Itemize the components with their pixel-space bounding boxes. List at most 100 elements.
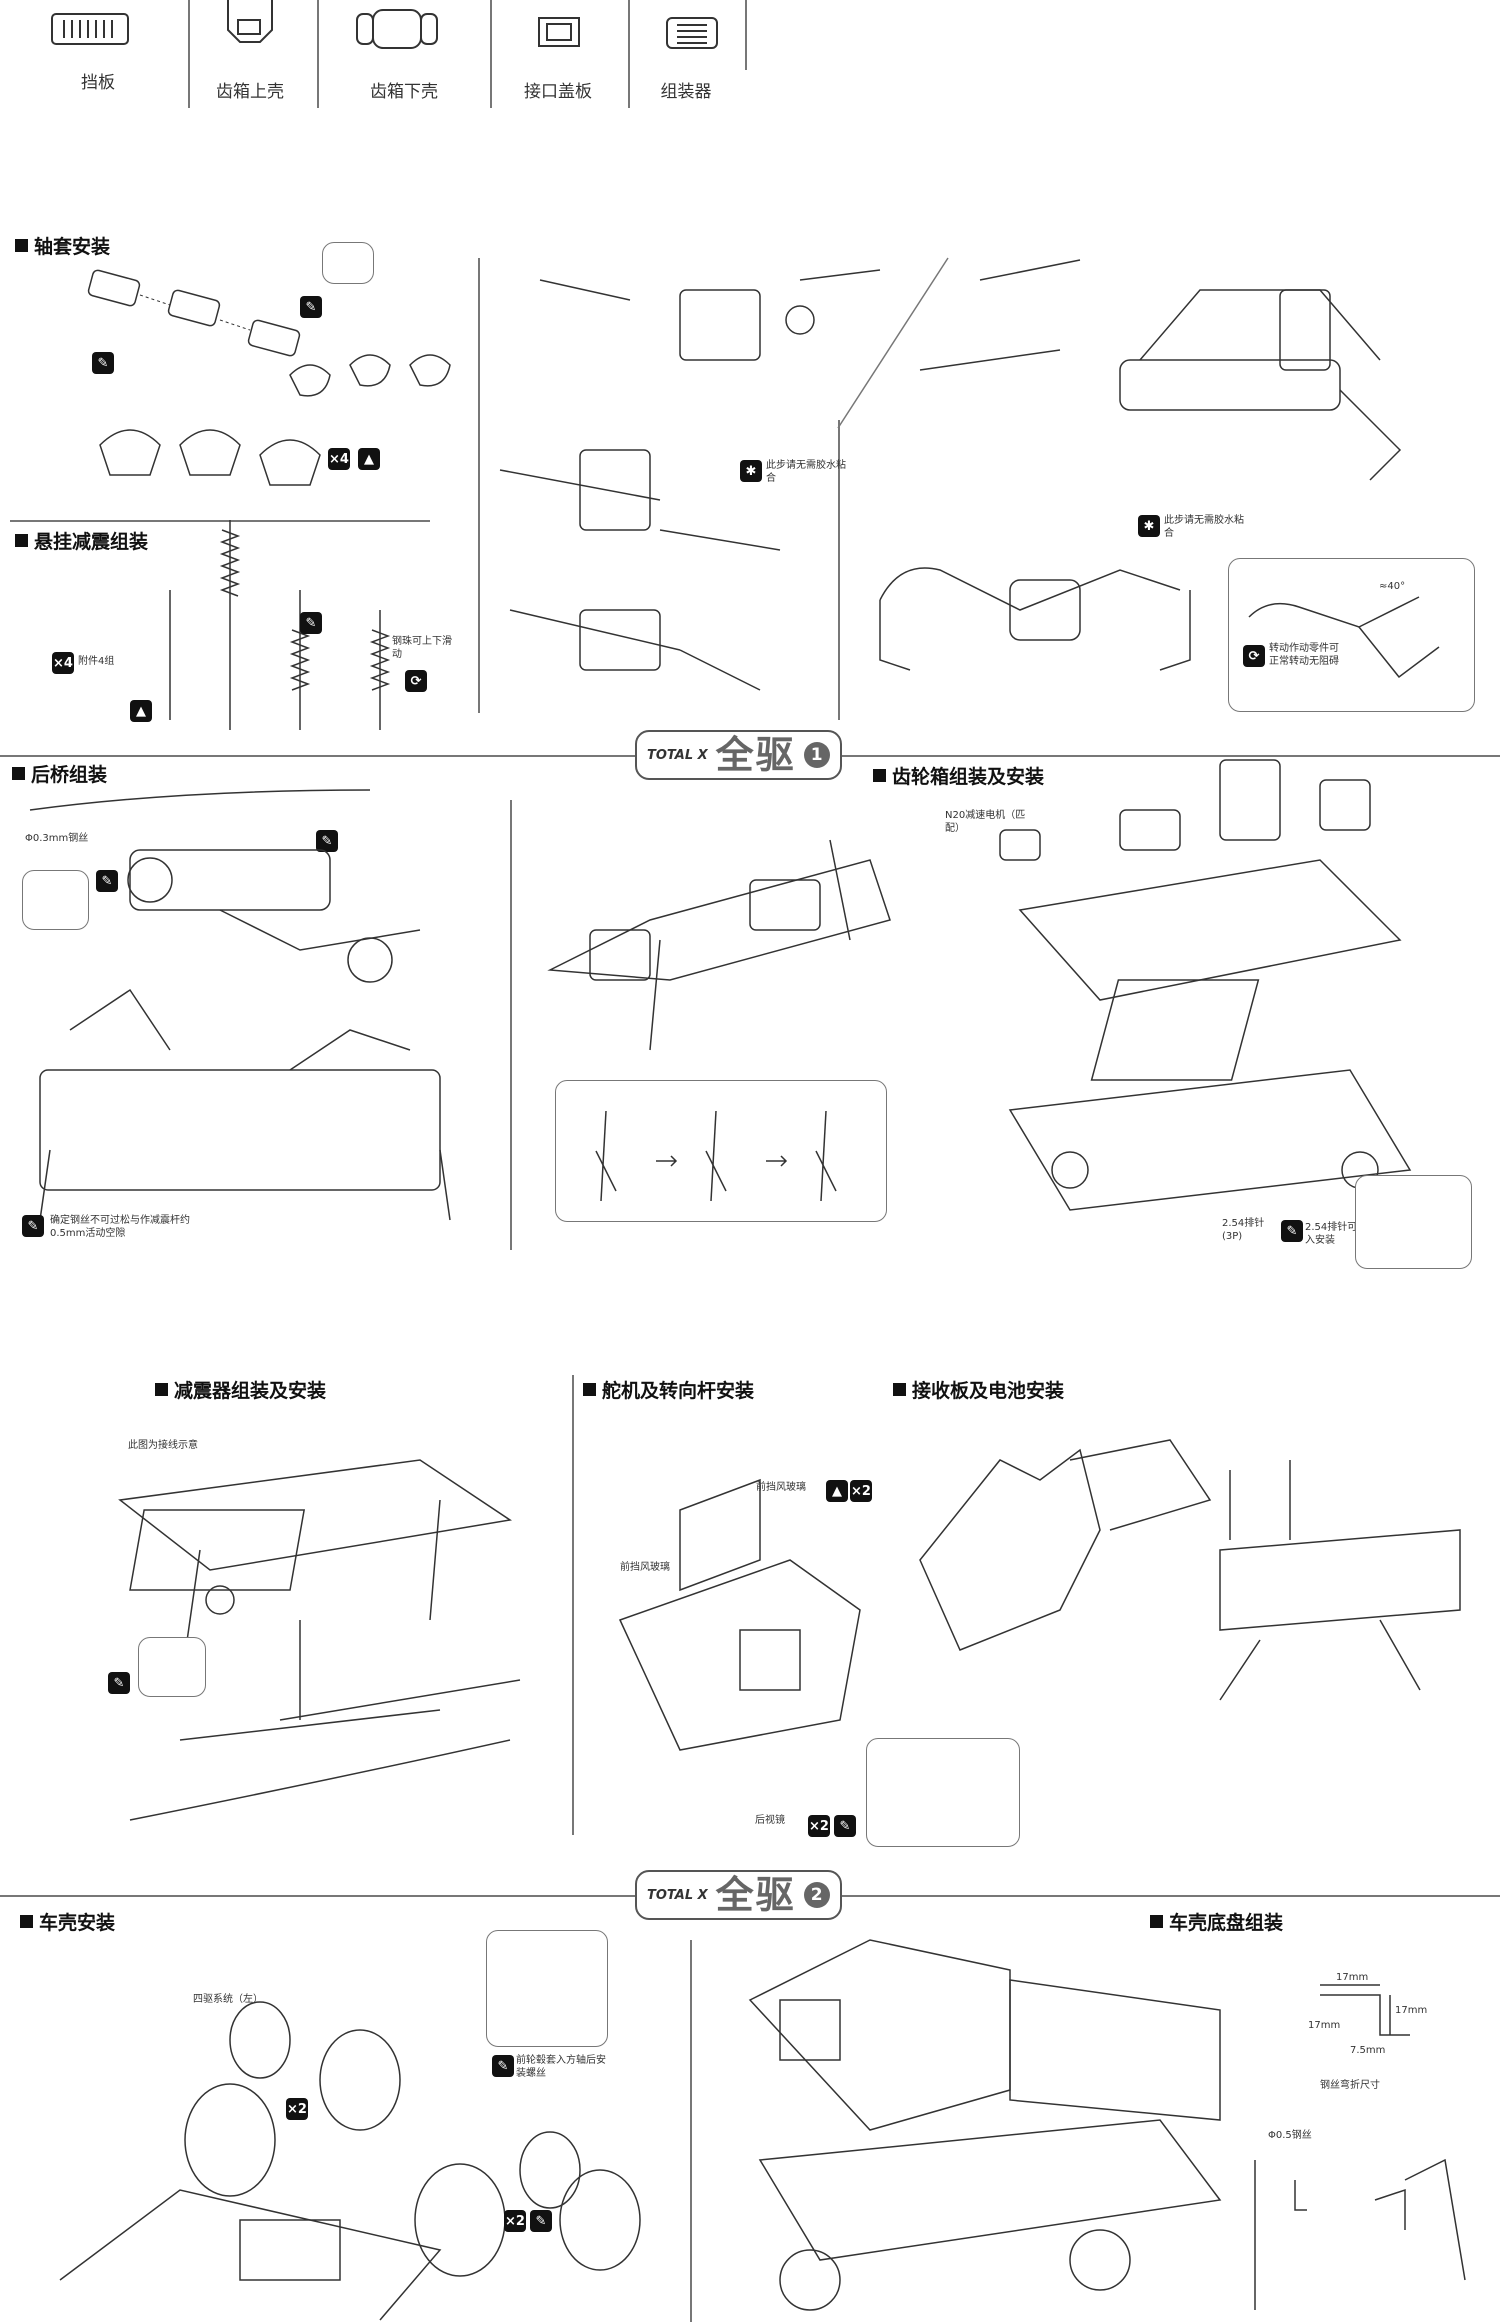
detail-inset-box <box>322 242 374 284</box>
wheel-installation-illustration <box>40 1960 680 2320</box>
badge-text: 全驱 <box>715 733 796 777</box>
section-title: 悬挂减震组装 <box>34 531 149 553</box>
bend-size-note: 钢丝弯折尺寸 <box>1320 2080 1380 2091</box>
pin-header-note: 2.54排针(3P) <box>1222 1218 1265 1242</box>
wrench-icon: ✎ <box>316 830 338 852</box>
heading-bullet <box>20 1915 33 1928</box>
part-label: 组装器 <box>660 82 712 102</box>
section-heading-bearing: 轴套安装 <box>15 232 110 259</box>
divider <box>628 0 630 108</box>
count-x2-icon: ×2 <box>850 1480 872 1502</box>
divider <box>490 0 492 108</box>
pin-header-note: 2.54排针可以插入安装 <box>1305 1222 1378 1246</box>
section-title: 后桥组装 <box>31 764 108 786</box>
badge-text: 全驱 <box>715 1873 796 1917</box>
wrench-icon: ✎ <box>300 296 322 318</box>
count-label: ×2 <box>505 2213 525 2229</box>
divider <box>510 800 512 1250</box>
rotate-icon: ⟳ <box>1243 645 1265 667</box>
steering-angle-detail-box: ≈40° ⟳ 转动作动零件可正常转动无阻碍 <box>1228 558 1475 712</box>
divider <box>478 258 480 713</box>
spring-slide-note: 钢珠可上下滑动 <box>392 636 452 660</box>
spring-sequence-illustration <box>566 1091 876 1211</box>
gearbox-lower-shell-icon <box>355 6 440 56</box>
pin-detail-box <box>1355 1175 1472 1269</box>
steering-detail-illustration <box>1239 567 1464 707</box>
part-label: 挡板 <box>81 73 115 93</box>
bearing-assembly-illustration <box>80 245 440 495</box>
suspension-parts-note: 附件4组 <box>78 656 115 667</box>
count-x2-icon: ×2 <box>504 2210 526 2232</box>
shock-assembly-illustration <box>100 1420 540 1840</box>
brand-logo: TOTAL X <box>647 747 708 763</box>
divider <box>572 1375 574 1835</box>
count-x2-icon: ×2 <box>808 1815 830 1837</box>
wire-05-note: Φ0.5钢丝 <box>1268 2130 1312 2141</box>
section-title: 减震器组装及安装 <box>174 1380 327 1402</box>
count-x2-icon: ×2 <box>286 2098 308 2120</box>
brand-logo: TOTAL X <box>647 1887 708 1903</box>
side-mirror-note: 后视镜 <box>755 1815 785 1826</box>
section-heading-gearbox: 齿轮箱组装及安装 <box>873 762 1044 789</box>
heading-bullet <box>15 534 28 547</box>
count-label: ×2 <box>287 2101 307 2117</box>
divider <box>745 0 747 70</box>
part-label: 接口盖板 <box>524 82 592 102</box>
rear-axle-note: 确定钢丝不可过松与作减震杆约0.5mm活动空隙 <box>50 1215 190 1239</box>
section-title: 车壳底盘组装 <box>1169 1912 1284 1934</box>
wrench-icon: ✎ <box>834 1815 856 1837</box>
section-heading-rear-axle: 后桥组装 <box>12 760 107 787</box>
cab-and-bed-illustration <box>600 1440 1480 1740</box>
divider <box>690 1940 692 2322</box>
section-heading-shock: 减震器组装及安装 <box>155 1376 326 1403</box>
mirror-detail-box <box>866 1738 1020 1847</box>
gearbox-upper-shell-icon <box>220 0 280 55</box>
divider <box>317 0 319 108</box>
heading-bullet <box>15 239 28 252</box>
turn-check-note: 转动作动零件可正常转动无阻碍 <box>1269 643 1339 667</box>
section-title: 接收板及电池安装 <box>912 1380 1065 1402</box>
rear-axle-illustration <box>20 770 490 1260</box>
wrench-icon: ✎ <box>1281 1220 1303 1242</box>
rotate-icon: ⟳ <box>405 670 427 692</box>
step-number: 2 <box>803 1882 830 1908</box>
detail-inset-box <box>138 1637 206 1697</box>
divider <box>188 0 190 108</box>
part-label: 齿箱下壳 <box>370 82 438 102</box>
count-x4-icon: ×4 <box>328 448 350 470</box>
front-axle-exploded-illustration <box>880 250 1480 530</box>
port-cover-plate-icon <box>535 14 585 54</box>
wrench-icon: ✎ <box>108 1672 130 1694</box>
totalx-badge-2: TOTAL X 全驱 2 <box>635 1870 842 1920</box>
no-glue-note: 此步请无需胶水粘合 <box>1164 515 1244 539</box>
part-label: 齿箱上壳 <box>216 82 284 102</box>
heading-bullet <box>583 1383 596 1396</box>
divider <box>838 420 840 720</box>
section-title: 车壳安装 <box>39 1912 116 1934</box>
body-chassis-illustration <box>720 1920 1240 2320</box>
grille-note: 前挡风玻璃 <box>620 1562 670 1573</box>
section-heading-chassis: 车壳底盘组装 <box>1150 1908 1283 1935</box>
count-label: ×4 <box>53 655 73 671</box>
divider <box>10 520 430 522</box>
heading-bullet <box>1150 1915 1163 1928</box>
glue-icon: ▲ <box>358 448 380 470</box>
count-x4-icon: ×4 <box>52 652 74 674</box>
motor-note: N20减速电机（匹配） <box>945 810 1026 834</box>
mirror-wire-illustration <box>1245 2140 1475 2320</box>
wrench-icon: ✎ <box>492 2055 514 2077</box>
wrench-icon: ✎ <box>530 2210 552 2232</box>
glue-icon: ▲ <box>130 700 152 722</box>
section-heading-suspension: 悬挂减震组装 <box>15 527 148 554</box>
diagonal-divider <box>838 258 958 428</box>
assembler-icon <box>665 16 720 52</box>
drivetrain-exploded-illustration <box>480 250 900 700</box>
wrench-icon: ✎ <box>300 612 322 634</box>
wire-bend-size-diagram <box>1310 1975 1430 2055</box>
angle-label: ≈40° <box>1379 581 1406 592</box>
detail-inset-box <box>22 870 89 930</box>
gearbox-assembly-illustration <box>980 750 1480 1280</box>
no-glue-icon: ✱ <box>740 460 762 482</box>
grille-plate-icon <box>50 10 130 50</box>
totalx-badge-1: TOTAL X 全驱 1 <box>635 730 842 780</box>
